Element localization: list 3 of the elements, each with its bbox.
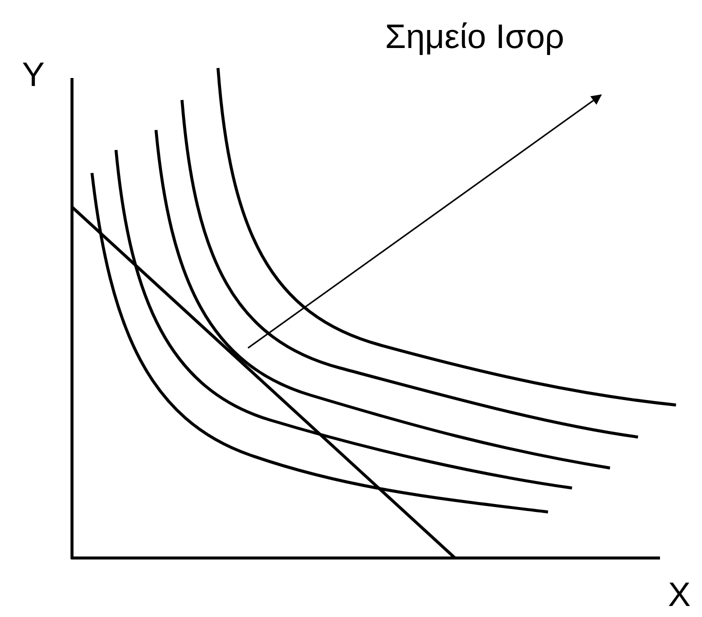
axis-label: X	[668, 578, 691, 612]
axis-label: Y	[22, 58, 45, 92]
equilibrium-point-label: Σημείο Ισορ	[385, 20, 564, 54]
